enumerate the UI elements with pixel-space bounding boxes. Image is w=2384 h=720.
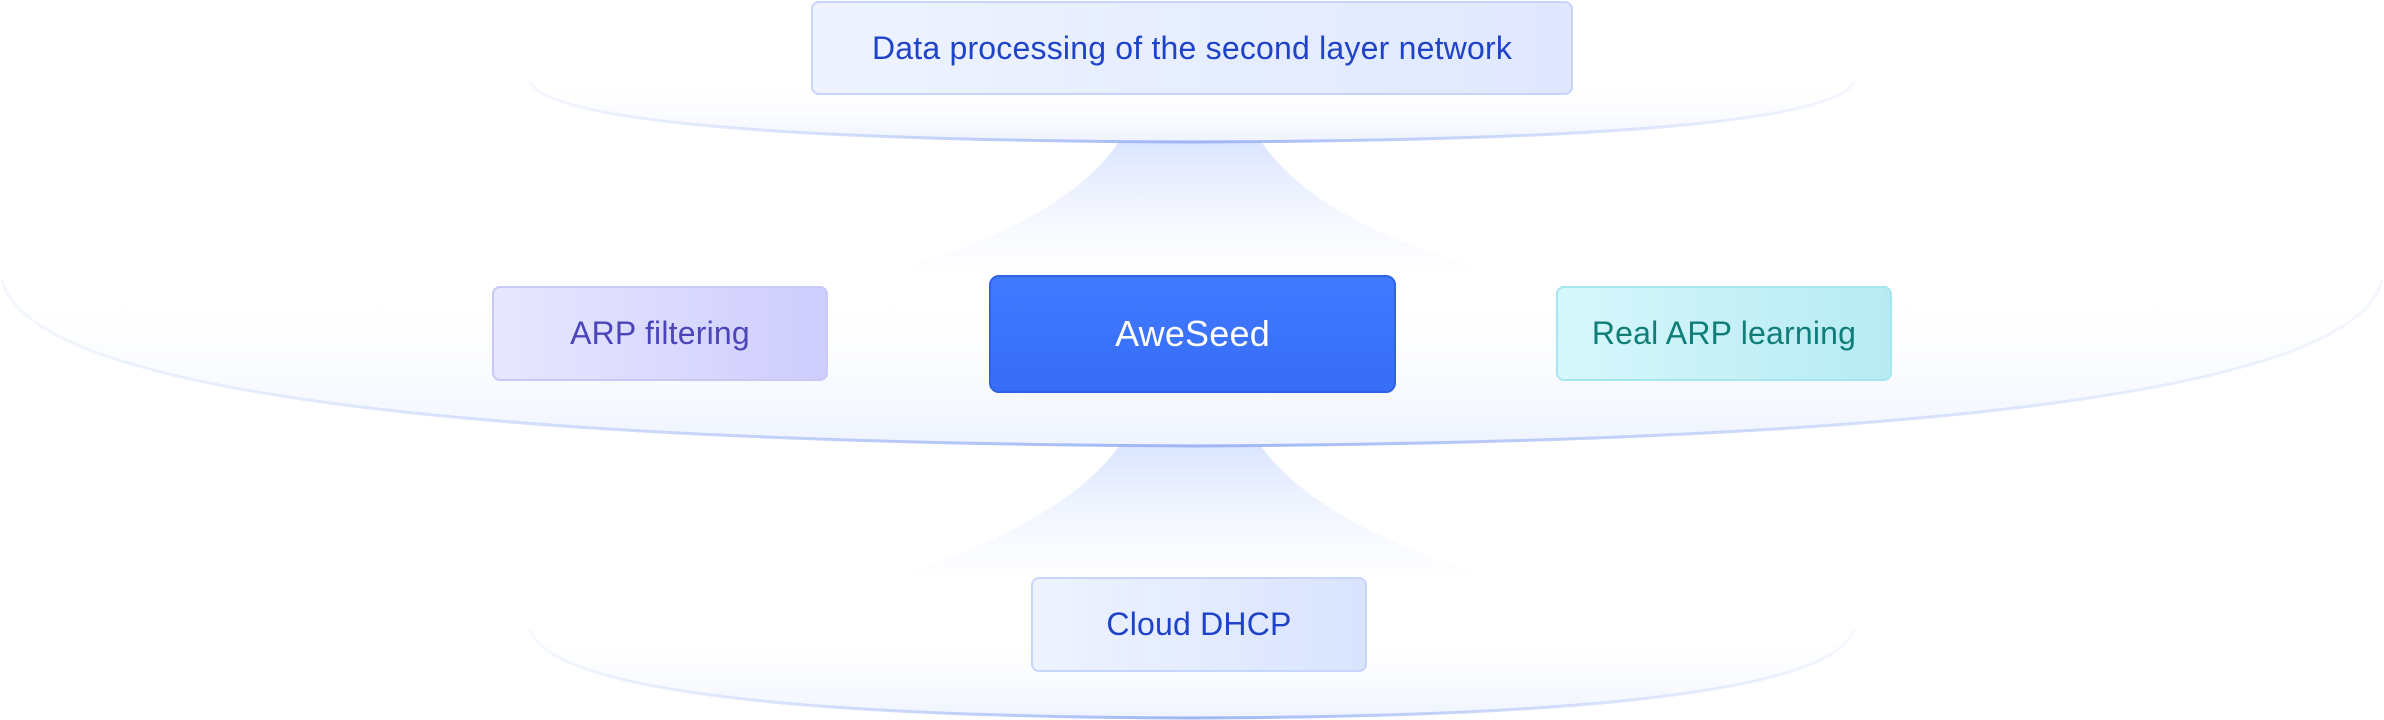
arp-filtering-label: ARP filtering xyxy=(570,315,750,351)
bottom-layer-ring xyxy=(528,629,1856,720)
aweseed-box: AweSeed xyxy=(989,275,1396,393)
real-arp-learning-box: Real ARP learning xyxy=(1556,286,1892,381)
cloud-dhcp-box: Cloud DHCP xyxy=(1031,577,1367,672)
top-layer-ring xyxy=(528,81,1856,144)
cloud-dhcp-label: Cloud DHCP xyxy=(1106,606,1292,642)
real-arp-learning-label: Real ARP learning xyxy=(1591,315,1857,351)
connector-neck-upper xyxy=(900,140,1480,268)
top-layer-box: Data processing of the second layer netw… xyxy=(811,1,1573,95)
top-layer-label: Data processing of the second layer netw… xyxy=(871,29,1513,66)
connector-neck-lower xyxy=(900,445,1480,575)
aweseed-label: AweSeed xyxy=(1115,313,1270,354)
arp-filtering-box: ARP filtering xyxy=(492,286,828,381)
